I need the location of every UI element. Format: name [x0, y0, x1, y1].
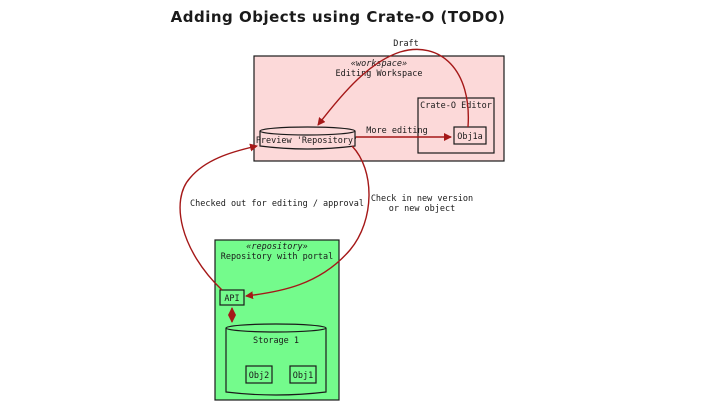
- api-box: [219, 289, 245, 306]
- repository-stereotype: «repository»: [246, 242, 307, 252]
- edge-draft[interactable]: [317, 48, 469, 128]
- edge-more-editing-label: More editing: [366, 126, 427, 136]
- diagram-title: Adding Objects using Crate-O (TODO): [171, 8, 506, 26]
- storage-label: Storage 1: [253, 336, 299, 346]
- obj2-label: Obj2: [249, 371, 269, 381]
- workspace-name: Editing Workspace: [336, 69, 423, 79]
- storage-1[interactable]: Storage 1 Obj2 Obj1: [225, 323, 327, 396]
- editor-title: Crate-O Editor: [420, 101, 492, 111]
- edge-checked-out[interactable]: [179, 143, 258, 291]
- edge-check-in[interactable]: [245, 145, 370, 300]
- edge-draft-label: Draft: [393, 39, 419, 49]
- repository-name: Repository with portal: [221, 252, 334, 262]
- edge-check-in-label-2: or new object: [389, 204, 456, 214]
- api-label: API: [224, 294, 239, 304]
- preview-repo-label: Preview 'Repository': [256, 136, 358, 146]
- crate-o-editor[interactable]: Crate-O Editor Obj1a: [417, 97, 495, 154]
- obj1-box[interactable]: [289, 365, 317, 384]
- obj1a-box[interactable]: [453, 126, 487, 145]
- obj1-label: Obj1: [293, 371, 313, 381]
- obj2-box[interactable]: [245, 365, 273, 384]
- storage-top: [225, 323, 327, 333]
- workspace-stereotype: «workspace»: [351, 59, 407, 69]
- preview-repository[interactable]: Preview 'Repository': [256, 126, 358, 150]
- edge-checked-out-label: Checked out for editing / approval: [190, 199, 364, 209]
- preview-repo-top: [259, 126, 356, 136]
- api-component[interactable]: API: [219, 289, 245, 306]
- obj1a-label: Obj1a: [457, 132, 483, 142]
- edge-check-in-label-1: Check in new version: [371, 194, 473, 204]
